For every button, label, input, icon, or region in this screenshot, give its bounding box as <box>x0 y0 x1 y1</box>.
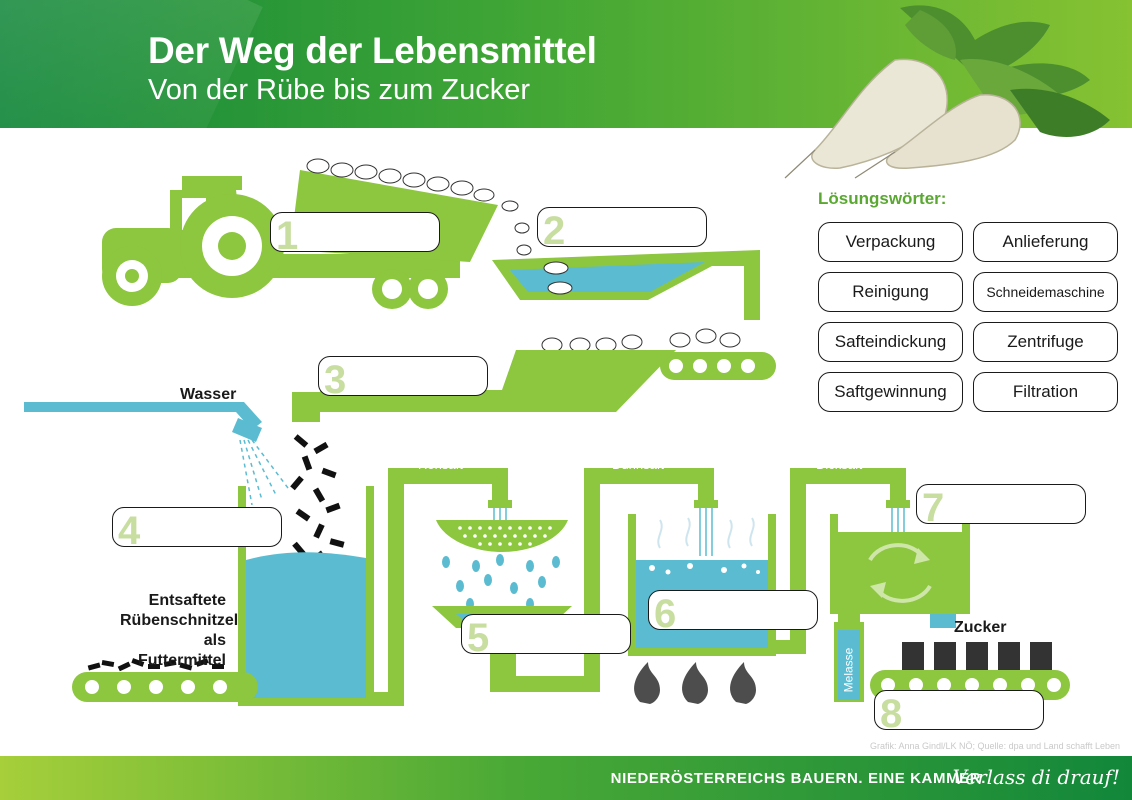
sieve-holes <box>458 526 552 546</box>
step-number-3: 3 <box>324 358 347 402</box>
duennsaft-drip <box>699 508 713 556</box>
solution-word-verpackung[interactable]: Verpackung <box>818 222 963 262</box>
step-number-1: 1 <box>276 214 299 258</box>
label-entsaftete-line2: Rübenschnitzel <box>120 612 239 629</box>
image-credit: Grafik: Anna Gindl/LK NÖ; Quelle: dpa un… <box>870 741 1120 751</box>
label-zucker: Zucker <box>954 619 1007 636</box>
step-number-7: 7 <box>922 486 945 530</box>
page-title: Der Weg der Lebensmittel <box>148 30 597 71</box>
steam-wisps <box>657 517 755 549</box>
solution-word-anlieferung[interactable]: Anlieferung <box>973 222 1118 262</box>
melasse-outlet <box>838 614 860 622</box>
sugar-beet-illustration <box>784 5 1110 179</box>
solution-word-saftgewinnung[interactable]: Saftgewinnung <box>818 372 963 412</box>
step-number-8: 8 <box>880 692 903 736</box>
label-duennsaft: Dünnsaft <box>612 457 665 472</box>
answer-field-8[interactable] <box>874 690 1044 730</box>
sugar-outlet <box>930 614 956 628</box>
flame-icons <box>634 662 756 704</box>
filter-droplets <box>442 554 560 610</box>
solution-word-zentrifuge[interactable]: Zentrifuge <box>973 322 1118 362</box>
dicksaft-drip <box>891 508 905 532</box>
beets-on-conveyor <box>541 328 741 353</box>
label-dicksaft: Dicksaft <box>816 457 863 472</box>
water-spray <box>239 439 289 506</box>
beets-in-trailer <box>306 158 532 256</box>
steam-bubbles <box>649 548 760 575</box>
centrifuge-wall-right <box>962 514 970 614</box>
rotation-arrowhead-2 <box>870 582 886 598</box>
answer-field-6[interactable] <box>648 590 818 630</box>
step-number-4: 4 <box>118 509 141 553</box>
footer-banner: NIEDERÖSTERREICHS BAUERN. EINE KAMMER. V… <box>0 756 1132 800</box>
legend-title: Lösungswörter: <box>818 189 947 208</box>
footer-text: NIEDERÖSTERREICHS BAUERN. EINE KAMMER. <box>610 770 986 787</box>
dicksaft-nozzle <box>886 500 910 508</box>
conveyor-rollers-top <box>669 359 755 373</box>
rohsaft-pipe <box>374 468 508 706</box>
solution-word-schneidemaschine[interactable]: Schneidemaschine <box>973 272 1118 312</box>
solution-word-filtration[interactable]: Filtration <box>973 372 1118 412</box>
tractor-wheels <box>102 194 448 309</box>
answer-field-1[interactable] <box>270 212 440 252</box>
label-melasse: Melasse <box>841 647 855 693</box>
solution-word-reinigung[interactable]: Reinigung <box>818 272 963 312</box>
duennsaft-nozzle <box>694 500 718 508</box>
conveyor-belt-left <box>72 672 258 702</box>
step-number-5: 5 <box>467 616 490 660</box>
filter-sieve <box>436 520 568 552</box>
rotation-arrowhead-1 <box>914 548 930 564</box>
beets-in-water <box>543 261 573 295</box>
water-nozzle <box>232 418 262 442</box>
answer-field-3[interactable] <box>318 356 488 396</box>
answer-field-4[interactable] <box>112 507 282 547</box>
label-entsaftete: Entsaftete Rübenschnitzel als Futtermitt… <box>120 591 239 671</box>
slicer-outlet <box>292 392 320 422</box>
falling-beet-chips <box>290 434 345 564</box>
label-wasser: Wasser <box>180 386 237 403</box>
extraction-juice <box>246 552 366 698</box>
step-number-6: 6 <box>654 592 677 636</box>
label-rohsaft: Rohsaft <box>418 457 463 472</box>
step-number-2: 2 <box>543 209 566 253</box>
answer-field-7[interactable] <box>916 484 1086 524</box>
rohsaft-drip <box>493 508 507 520</box>
rohsaft-nozzle <box>488 500 512 508</box>
pulp-chips-on-conveyor <box>87 658 224 672</box>
dicksaft-pipe <box>776 468 906 654</box>
solution-word-safteindickung[interactable]: Safteindickung <box>818 322 963 362</box>
label-entsaftete-line1: Entsaftete <box>148 592 226 609</box>
answer-field-2[interactable] <box>537 207 707 247</box>
conveyor-rollers-sugar <box>881 678 1061 692</box>
conveyor-rollers-left <box>85 680 227 694</box>
slicer-hopper <box>320 350 676 412</box>
label-entsaftete-line3: als Futtermittel <box>138 632 226 669</box>
label-melasse-wrap: Melasse <box>838 640 858 700</box>
page-subtitle: Von der Rübe bis zum Zucker <box>148 74 531 106</box>
sugar-packages <box>902 642 1052 670</box>
answer-field-5[interactable] <box>461 614 631 654</box>
footer-slogan: Verlass di drauf! <box>952 765 1120 789</box>
water-pipe <box>24 402 262 430</box>
melasse-fill <box>838 630 860 700</box>
